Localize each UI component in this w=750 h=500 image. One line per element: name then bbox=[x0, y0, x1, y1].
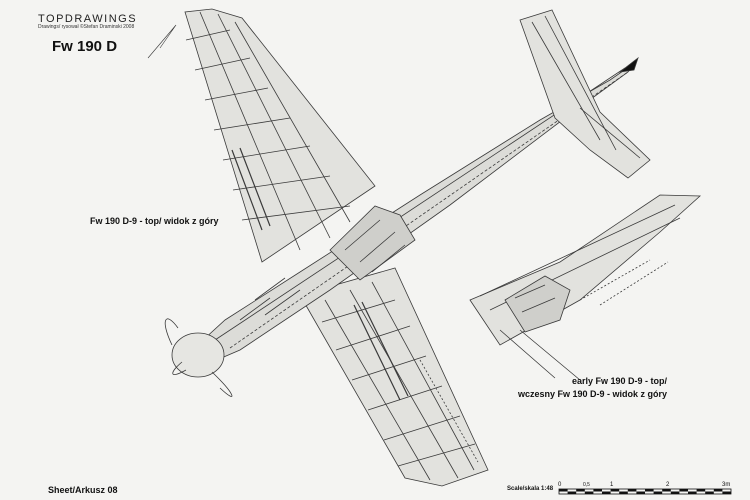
scale-label: Scale/skala 1:48 bbox=[507, 486, 554, 492]
scale-tick-0: 0 bbox=[558, 482, 562, 488]
main-fuselage bbox=[189, 56, 639, 366]
scale-block bbox=[576, 489, 585, 492]
early-view bbox=[469, 194, 702, 381]
scale-block bbox=[593, 489, 602, 492]
scale-block bbox=[679, 489, 688, 492]
scale-tick-0-5: 0,5 bbox=[583, 482, 590, 488]
scale-block bbox=[696, 489, 706, 492]
scale-block bbox=[670, 491, 680, 494]
main-lower-wing bbox=[299, 267, 489, 487]
scale-block bbox=[705, 491, 714, 494]
scale-block bbox=[610, 489, 620, 492]
scale-block bbox=[653, 491, 663, 494]
main-propeller bbox=[164, 318, 233, 397]
main-view-label: Fw 190 D-9 - top/ widok z góry bbox=[90, 216, 219, 226]
scale-tick-2: 2 bbox=[666, 482, 670, 488]
scale-block bbox=[713, 489, 723, 492]
scale-block bbox=[567, 491, 577, 494]
scale-bar: 0 0,5 1 2 3m bbox=[558, 482, 732, 495]
scale-block bbox=[722, 491, 731, 494]
scale-block bbox=[559, 489, 568, 492]
main-upper-wing bbox=[147, 8, 376, 263]
scale-tick-3m: 3m bbox=[722, 482, 730, 488]
page-title: Fw 190 D bbox=[52, 38, 118, 55]
early-view-label: early Fw 190 D-9 - top/ wczesny Fw 190 D… bbox=[518, 375, 667, 401]
early-view-label-line2: wczesny Fw 190 D-9 - widok z góry bbox=[518, 389, 668, 399]
main-tailplane bbox=[519, 9, 651, 179]
scale-block bbox=[602, 491, 611, 494]
topdrawings-logo: TOPDRAWINGS bbox=[38, 13, 138, 25]
scale-block bbox=[627, 489, 637, 492]
scale-block bbox=[662, 489, 671, 492]
author-credit: Drawings/ rysował ©Stefan Draminski 2008 bbox=[38, 24, 135, 30]
early-view-label-line1: early Fw 190 D-9 - top/ bbox=[572, 376, 668, 386]
scale-tick-1: 1 bbox=[610, 482, 614, 488]
sheet-number: Sheet/Arkusz 08 bbox=[48, 485, 118, 495]
scale-block bbox=[636, 491, 645, 494]
scale-block bbox=[645, 489, 654, 492]
scale-block bbox=[584, 491, 594, 494]
scale-block bbox=[688, 491, 697, 494]
scale-block bbox=[619, 491, 628, 494]
